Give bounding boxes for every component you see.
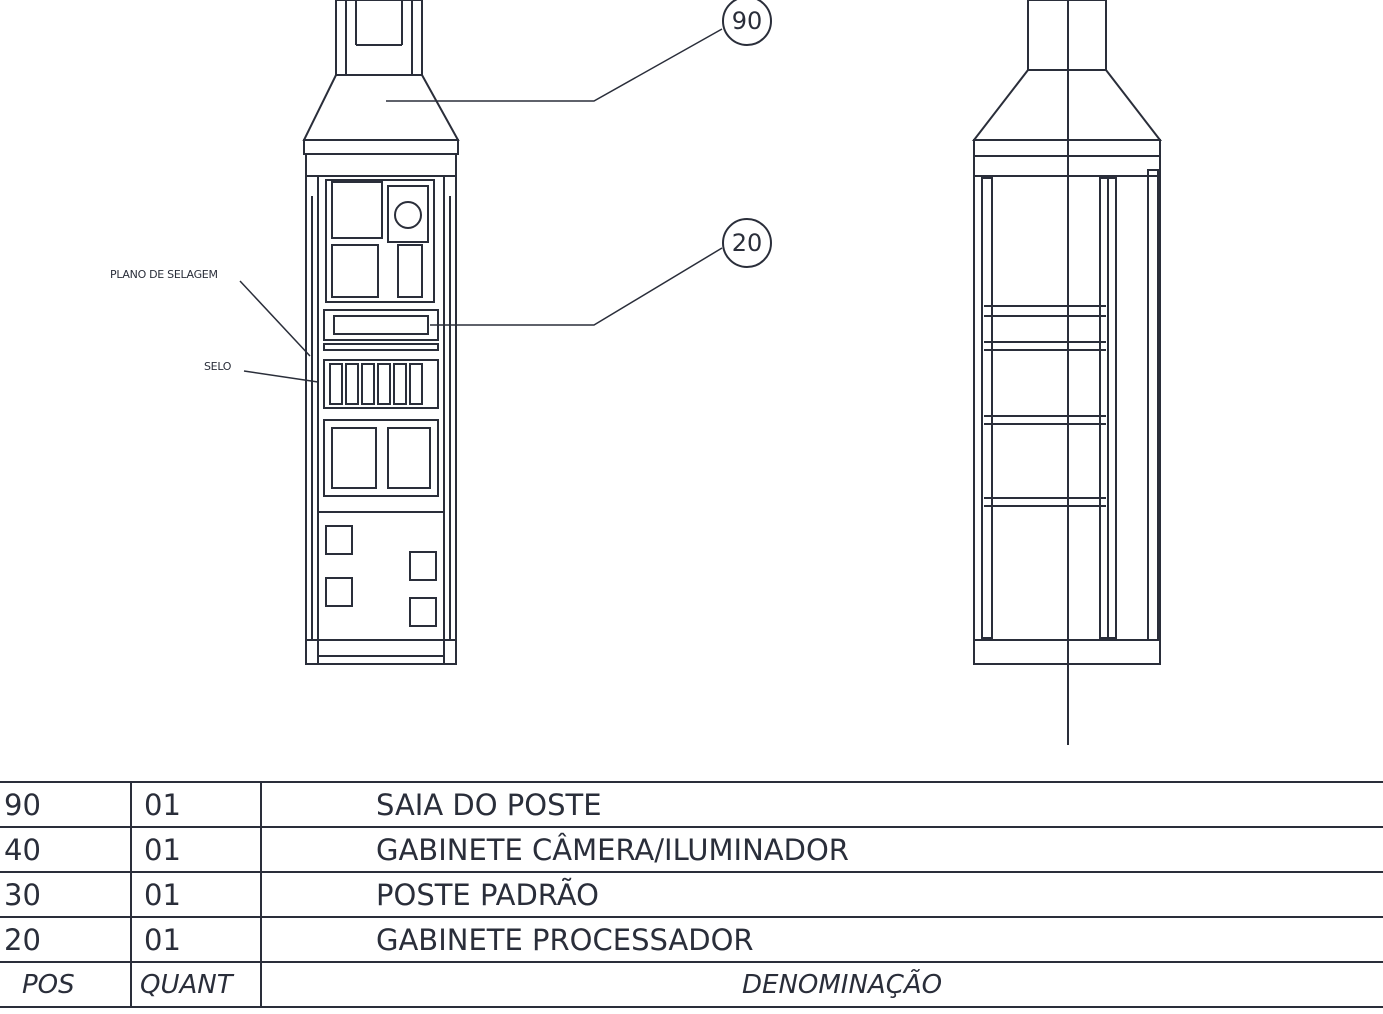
technical-drawing	[239, 0, 1163, 745]
pos-cell: 40	[0, 826, 132, 873]
quant-cell: 01	[131, 826, 262, 873]
side-view-cabinet	[971, 0, 1163, 745]
quant-cell: 01	[131, 916, 262, 963]
denominacao-cell: POSTE PADRÃO	[261, 871, 1383, 918]
table-row: 90 01 SAIA DO POSTE	[0, 781, 1383, 828]
header-quant: QUANT	[131, 961, 262, 1008]
table-header-row: POS QUANT DENOMINAÇÃO	[0, 961, 1383, 1008]
quant-cell: 01	[131, 781, 262, 828]
pos-cell: 30	[0, 871, 132, 918]
denominacao-cell: GABINETE CÂMERA/ILUMINADOR	[261, 826, 1383, 873]
quant-cell: 01	[131, 871, 262, 918]
pos-cell: 90	[0, 781, 132, 828]
header-pos: POS	[0, 961, 132, 1008]
pos-cell: 20	[0, 916, 132, 963]
callout-20: 20	[722, 218, 772, 268]
front-view-cabinet	[302, 0, 460, 665]
table-row: 30 01 POSTE PADRÃO	[0, 871, 1383, 918]
callout-90: 90	[722, 0, 772, 46]
table-row: 20 01 GABINETE PROCESSADOR	[0, 916, 1383, 963]
table-row: 40 01 GABINETE CÂMERA/ILUMINADOR	[0, 826, 1383, 873]
header-denominacao: DENOMINAÇÃO	[261, 961, 1383, 1008]
label-plano-de-selagem: PLANO DE SELAGEM	[110, 268, 218, 281]
denominacao-cell: GABINETE PROCESSADOR	[261, 916, 1383, 963]
bill-of-materials-table: 90 01 SAIA DO POSTE 40 01 GABINETE CÂMER…	[0, 781, 1383, 1008]
leader-lines	[239, 28, 723, 383]
label-selo: SELO	[204, 360, 232, 373]
denominacao-cell: SAIA DO POSTE	[261, 781, 1383, 828]
